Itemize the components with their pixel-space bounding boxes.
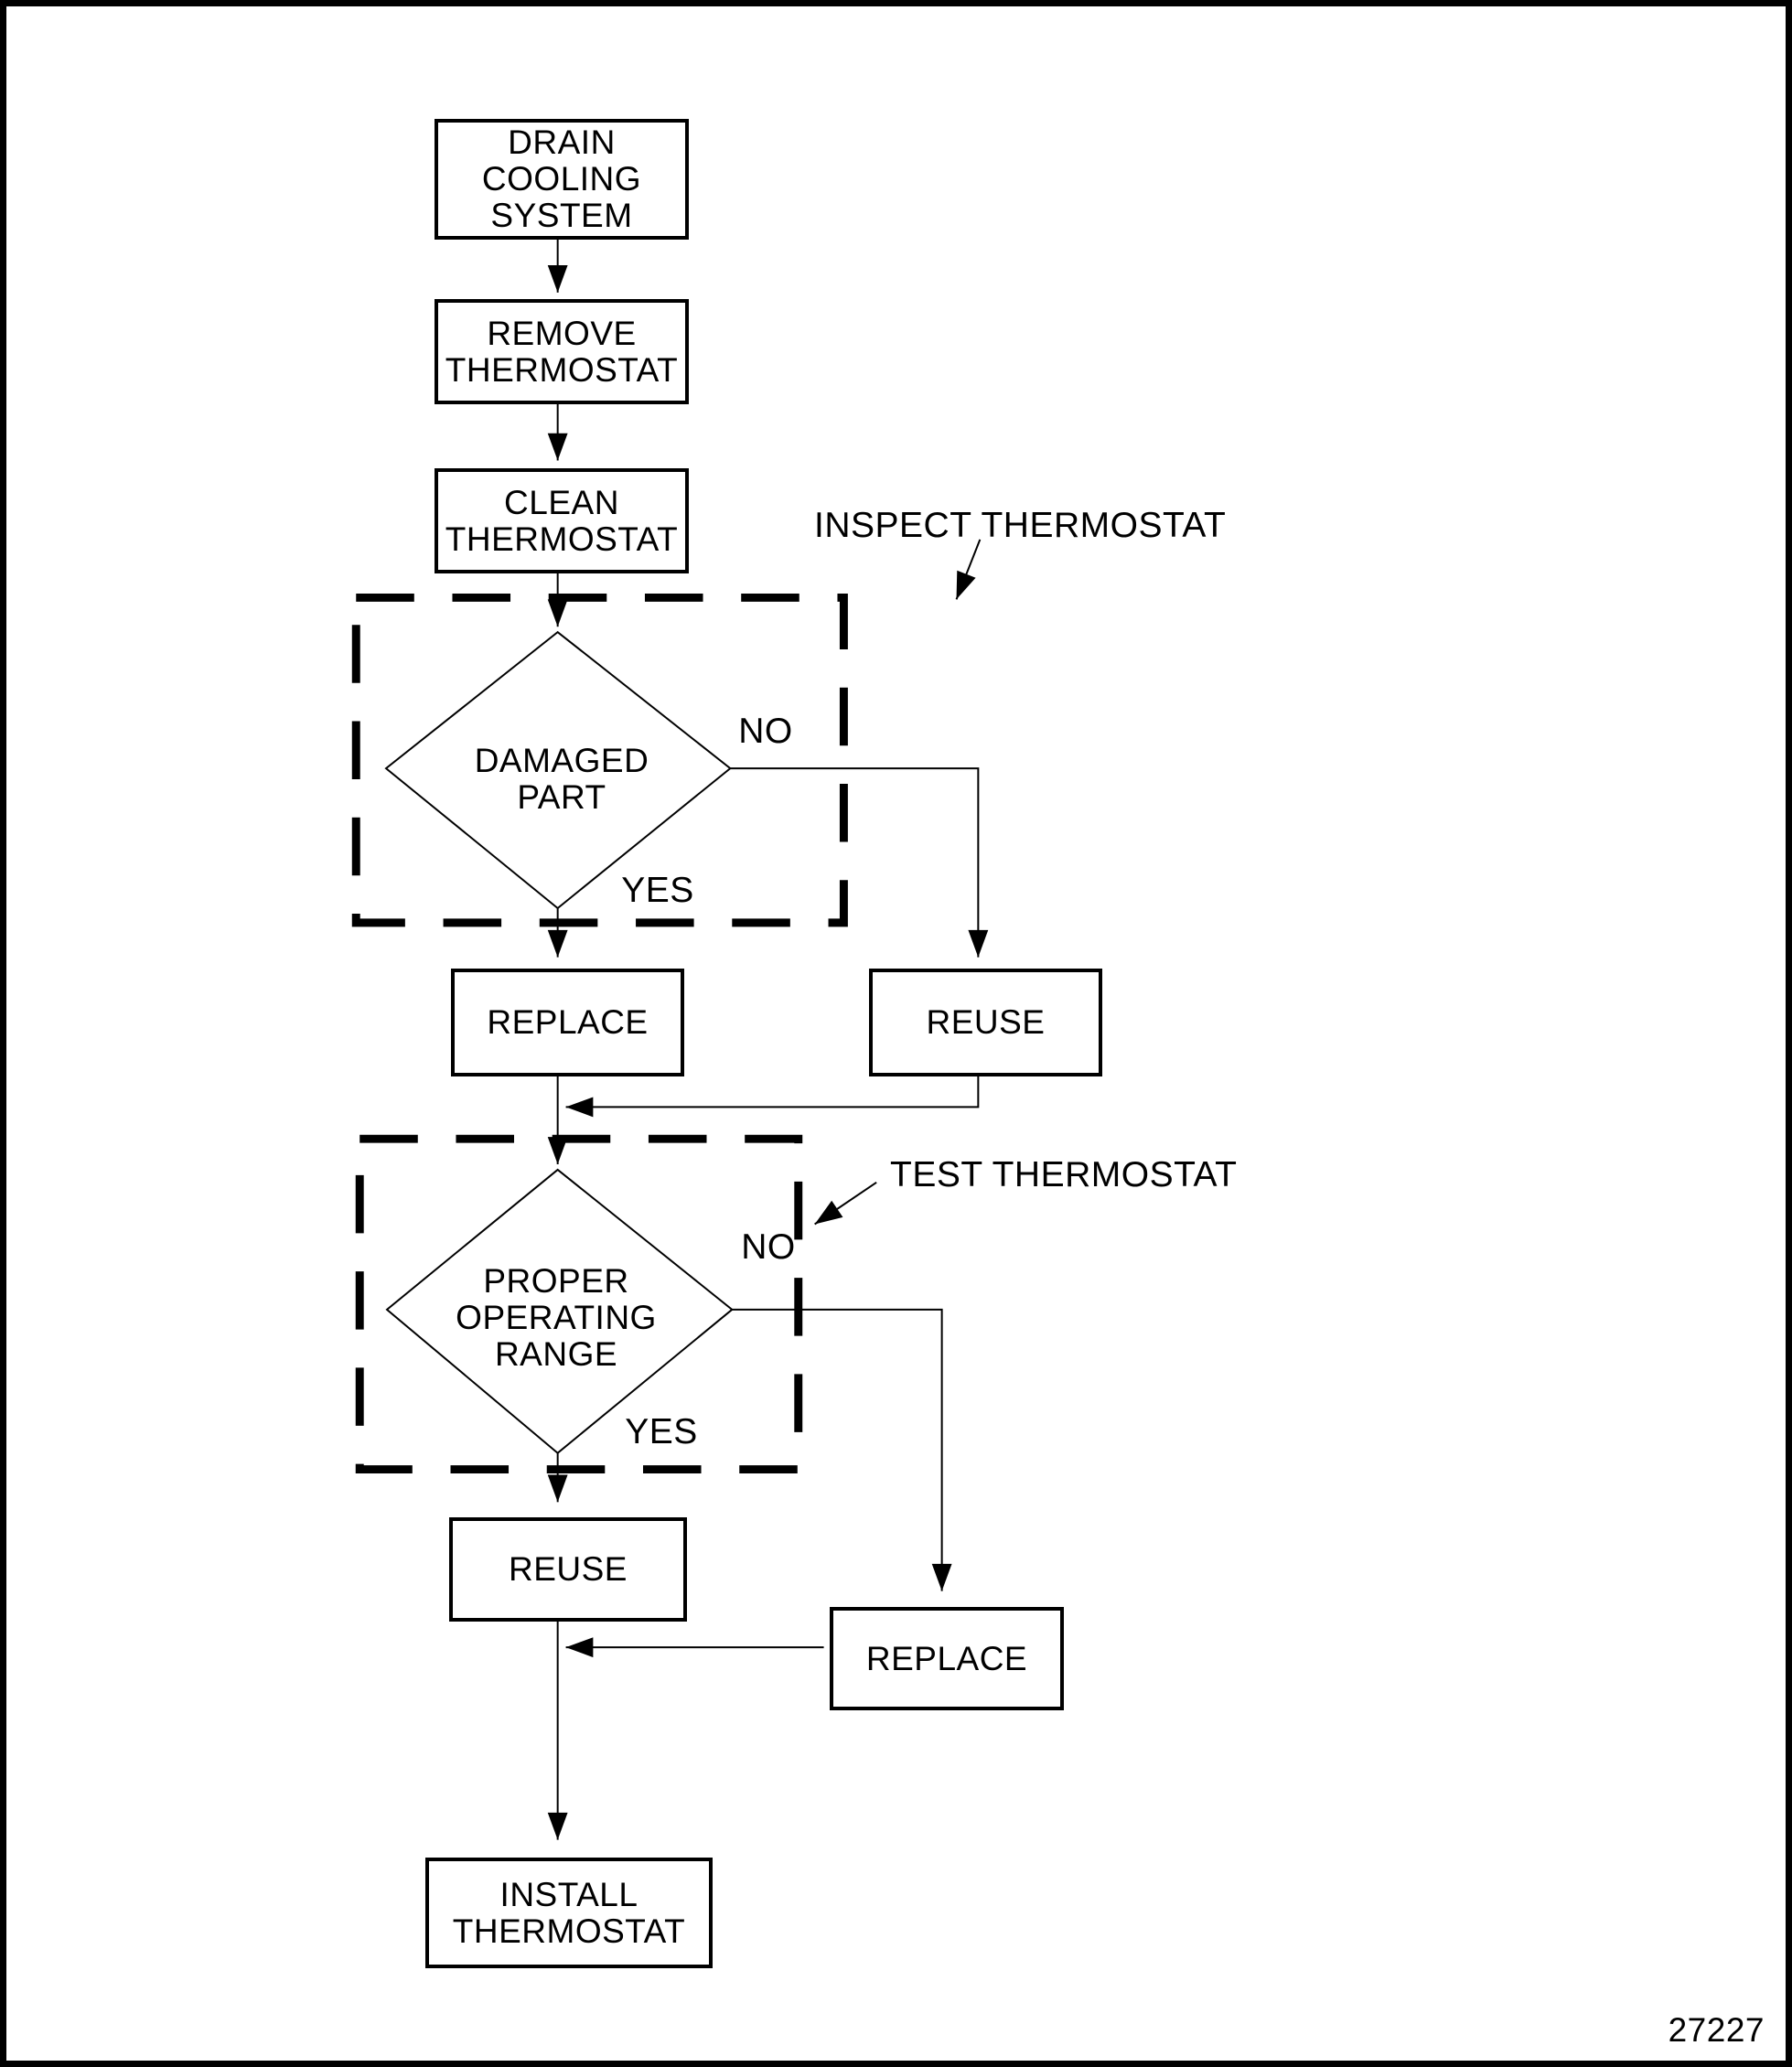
damaged-part-label: DAMAGED PART <box>474 742 649 816</box>
test-label-leader-arrow <box>814 1182 877 1226</box>
inspect-thermostat-dashed-region <box>351 593 848 927</box>
replace-damaged-box: REPLACE <box>451 969 684 1076</box>
inspect-thermostat-annotation: INSPECT THERMOSTAT <box>814 506 1227 545</box>
arrow-range-no-to-replace <box>732 1308 952 1591</box>
install-thermostat-box: INSTALL THERMOSTAT <box>425 1858 713 1968</box>
test-thermostat-annotation: TEST THERMOSTAT <box>890 1155 1238 1194</box>
test-thermostat-dashed-region <box>355 1134 803 1474</box>
flowchart-connectors <box>351 239 989 1840</box>
range-yes-label: YES <box>625 1412 698 1451</box>
range-no-label: NO <box>741 1227 796 1267</box>
reuse-undamaged-box: REUSE <box>869 969 1102 1076</box>
arrow-damaged-no-to-reuse <box>730 767 989 958</box>
clean-thermostat-box: CLEAN THERMOSTAT <box>435 468 689 573</box>
arrow-reuse-merge-line <box>565 1069 980 1118</box>
remove-thermostat-box: REMOVE THERMOSTAT <box>435 299 689 404</box>
damaged-yes-label: YES <box>621 871 694 910</box>
replace-out-of-range-box: REPLACE <box>830 1607 1064 1710</box>
figure-number: 27227 <box>1668 2011 1765 2049</box>
proper-operating-range-label: PROPER OPERATING RANGE <box>456 1262 657 1373</box>
inspect-label-leader-arrow <box>955 539 982 600</box>
reuse-in-range-box: REUSE <box>449 1517 687 1622</box>
damaged-no-label: NO <box>738 712 793 751</box>
drain-cooling-system-box: DRAIN COOLING SYSTEM <box>435 119 689 240</box>
